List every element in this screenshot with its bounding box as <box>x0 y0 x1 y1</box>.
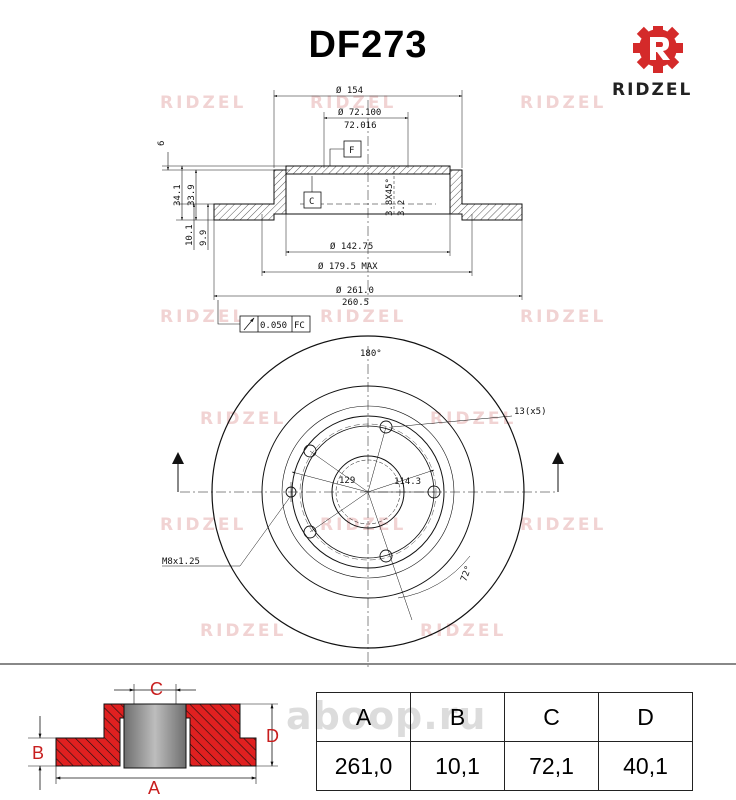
section-dimensions: Ø 154 Ø 72.100 72.016 6 34.1 33.9 10.1 9… <box>157 85 523 333</box>
watermark-text: RIDZEL <box>160 515 246 535</box>
dimension-label: 72.016 <box>344 121 377 131</box>
runout-icon <box>243 317 255 331</box>
legend-label-d: D <box>266 726 279 746</box>
datum-c-label: C <box>309 197 314 207</box>
watermark-text: RIDZEL <box>520 93 606 113</box>
angle-label: 180° <box>360 349 382 359</box>
table-header-row: A B C D <box>316 692 693 742</box>
dimension-label: Ø 142.75 <box>330 241 373 252</box>
dimension-label: 6 <box>157 141 167 146</box>
watermark-text: RIDZEL <box>160 93 246 113</box>
table-row: 261,0 10,1 72,1 40,1 <box>316 741 693 791</box>
bolt-hole <box>379 549 393 563</box>
table-cell-a: 261,0 <box>316 741 411 791</box>
table-header-b: B <box>410 692 505 742</box>
dimension-label: 3.2 <box>397 200 407 216</box>
watermark-text: RIDZEL <box>520 307 606 327</box>
technical-drawing: RIDZEL RIDZEL RIDZEL RIDZEL RIDZEL RIDZE… <box>0 85 736 668</box>
watermark-text: RIDZEL <box>520 515 606 535</box>
watermark-text: RIDZEL <box>430 409 516 429</box>
watermark-text: RIDZEL <box>200 409 286 429</box>
dimension-label: 114.3 <box>394 477 421 487</box>
dimension-label: 129 <box>339 476 355 486</box>
watermark-text: RIDZEL <box>160 307 246 327</box>
watermark-text: RIDZEL <box>310 93 396 113</box>
dimension-label: Ø 179.5 MAX <box>318 261 378 272</box>
dimension-label: 10.1 <box>185 224 195 246</box>
watermark-text: RIDZEL <box>320 515 406 535</box>
watermark-text: RIDZEL <box>200 621 286 641</box>
table-header-a: A <box>316 692 411 742</box>
dimensions-table: A B C D 261,0 10,1 72,1 40,1 <box>316 692 693 791</box>
thread-label: M8x1.25 <box>162 557 200 567</box>
dimension-label: 9.9 <box>199 230 209 246</box>
tolerance-value: 0.050 <box>260 321 287 331</box>
table-cell-c: 72,1 <box>504 741 599 791</box>
dimension-label: Ø 261.0 <box>336 285 374 296</box>
disc-plan-view: 180° 13(x5) 129 114.3 72° M8x1.25 <box>162 335 564 668</box>
dimension-label: 3.8X45° <box>385 178 395 216</box>
section-arrow-icon <box>552 452 564 464</box>
table-cell-d: 40,1 <box>598 741 693 791</box>
legend-label-a: A <box>148 778 160 796</box>
watermarks: RIDZEL RIDZEL RIDZEL RIDZEL RIDZEL RIDZE… <box>160 93 606 641</box>
hub-bore <box>123 703 187 769</box>
dimension-label: 33.9 <box>187 184 197 206</box>
bolt-hole <box>303 444 317 458</box>
bolt-hole <box>303 525 317 539</box>
datum-f-label: F <box>349 146 354 156</box>
section-arrow-icon <box>172 452 184 464</box>
watermark-text: RIDZEL <box>420 621 506 641</box>
legend-label-c: C <box>150 679 163 699</box>
table-cell-b: 10,1 <box>410 741 505 791</box>
watermark-text: RIDZEL <box>320 307 406 327</box>
dimension-label: 260.5 <box>342 298 369 308</box>
table-header-c: C <box>504 692 599 742</box>
dimension-label: 34.1 <box>173 184 183 206</box>
ridzel-logo-icon <box>633 26 683 73</box>
dimension-label: Ø 154 <box>336 85 363 96</box>
brand-name: RIDZEL <box>612 80 693 100</box>
dimension-label: Ø 72.100 <box>338 107 381 118</box>
part-number-title: DF273 <box>308 24 428 66</box>
legend-label-b: B <box>32 743 44 763</box>
holes-label: 13(x5) <box>514 407 547 417</box>
table-header-d: D <box>598 692 693 742</box>
tolerance-datum: FC <box>294 321 305 331</box>
disc-legend-diagram: C B D A <box>28 679 279 796</box>
angle-label: 72° <box>459 564 474 583</box>
